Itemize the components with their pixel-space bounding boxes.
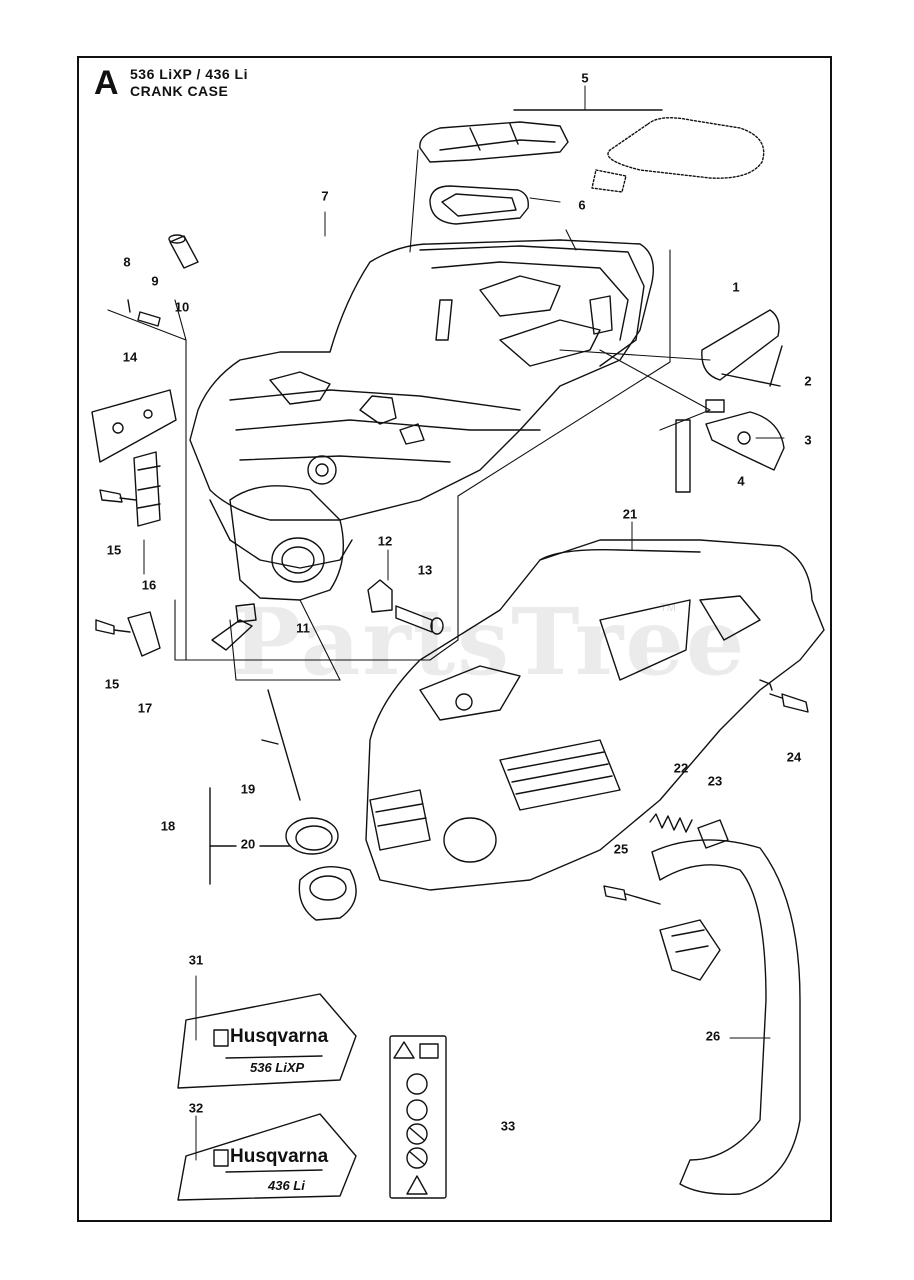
callout-25: 25 [613,841,629,857]
callout-20: 20 [240,836,256,852]
callout-21: 21 [622,506,638,522]
callout-24: 24 [786,749,802,765]
exploded-guide-lines [107,149,711,681]
callout-14: 14 [122,349,138,365]
callout-10: 10 [174,299,190,315]
part-21-handle-housing [365,539,825,891]
callout-18: 18 [160,818,176,834]
part-19-cable [261,689,301,801]
decal-32-shape [177,1113,357,1201]
watermark-trademark: TM [660,602,676,614]
part-2-spring [721,345,783,387]
part-13-sleeve [395,605,444,635]
part-15-screw-upper [99,489,137,503]
callout-7: 7 [321,188,329,204]
part-6-gasket [429,185,529,225]
bracket-lines [209,787,291,885]
callout-16: 16 [141,577,157,593]
decal-32-brand: Husqvarna [230,1146,329,1167]
part-8-pin [127,299,131,313]
callout-6: 6 [578,197,586,213]
part-11-housing [211,485,345,651]
part-17-spike [127,611,161,657]
diagram-section-title: CRANK CASE [130,83,229,99]
part-20-ring [285,817,339,855]
decal-31-model: 536 LiXP [250,1060,305,1075]
part-16-chain-catcher [133,451,161,527]
callout-19: 19 [240,781,256,797]
callout-15-upper: 15 [106,542,122,558]
callout-11: 11 [296,620,310,636]
callout-3: 3 [804,432,812,448]
section-letter: A [94,64,119,102]
part-22-spring [649,813,693,833]
diagram-frame [77,56,832,1222]
diagram-model-title: 536 LiXP / 436 Li [130,66,248,82]
part-3-trigger [705,399,785,471]
part-7-crank-case [189,239,654,569]
part-15-screw-lower [95,619,131,635]
callout-22: 22 [673,760,689,776]
part-10-bolt [137,311,161,327]
callout-8: 8 [123,254,131,270]
part-14-plate [91,389,177,463]
callout-23: 23 [707,773,723,789]
decal-32-model: 436 Li [268,1178,305,1193]
part-9-sleeve [168,234,199,269]
callout-9: 9 [151,273,159,289]
callout-15-lower: 15 [104,676,120,692]
decal-33-safety-label [389,1035,447,1199]
callout-12: 12 [377,533,393,549]
callout-26: 26 [705,1028,721,1044]
part-24-screw [769,693,809,713]
watermark: PartsTree [232,588,747,696]
callout-17: 17 [137,700,153,716]
part-20-cap [298,866,357,921]
decal-31-shape [177,993,357,1089]
part-26-front-handle [651,839,801,1195]
decal-31-brand: Husqvarna [230,1026,329,1047]
callout-4: 4 [737,473,745,489]
callout-5: 5 [581,70,589,86]
callout-1: 1 [732,279,740,295]
part-23-catch [697,819,729,849]
callout-33: 33 [500,1118,516,1134]
callout-31: 31 [188,952,204,968]
callout-13: 13 [417,562,433,578]
part-4-rod [675,419,691,493]
callout-2: 2 [804,373,812,389]
part-1-lever [701,309,780,381]
callout-32: 32 [188,1100,204,1116]
part-5-loose-pieces [591,117,765,193]
part-5-top-cover [419,109,663,163]
part-25-screw [603,885,661,905]
part-12-clip [367,579,393,613]
